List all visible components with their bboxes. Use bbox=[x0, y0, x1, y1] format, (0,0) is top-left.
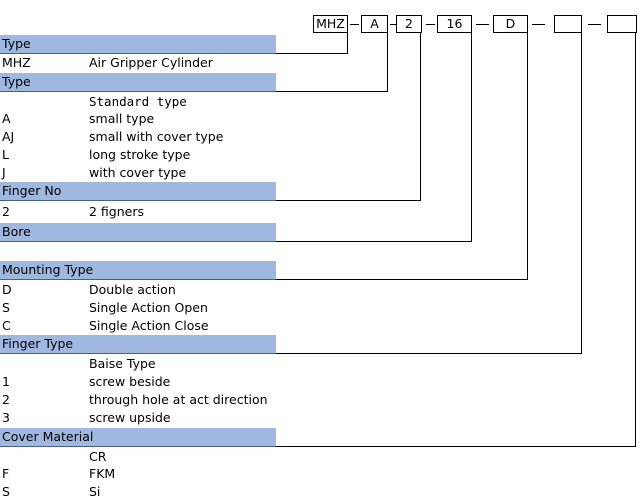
option-code: C bbox=[2, 318, 11, 333]
leader-line bbox=[276, 353, 582, 354]
option-code: J bbox=[2, 165, 6, 180]
option-code: 1 bbox=[2, 374, 10, 389]
option-desc: FKM bbox=[89, 466, 116, 481]
leader-line bbox=[276, 241, 472, 242]
separator-dash bbox=[390, 24, 396, 25]
section-header-mounting-type: Mounting Type bbox=[0, 261, 276, 280]
leader-line bbox=[276, 91, 388, 92]
separator-dash bbox=[426, 24, 435, 25]
code-box-finger-type bbox=[554, 15, 582, 33]
separator-dash bbox=[350, 24, 359, 25]
code-box-cover-material bbox=[607, 15, 637, 33]
leader-line bbox=[276, 53, 348, 54]
section-header-type: Type bbox=[0, 73, 276, 92]
option-code: D bbox=[2, 282, 12, 297]
option-desc: with cover type bbox=[89, 165, 187, 180]
code-box-type: A bbox=[361, 15, 388, 33]
leader-line bbox=[471, 33, 472, 242]
leader-line bbox=[635, 33, 636, 447]
option-code: S bbox=[2, 484, 10, 499]
leader-line bbox=[347, 33, 348, 54]
code-box-mounting: D bbox=[493, 15, 528, 33]
option-desc: CR bbox=[89, 449, 107, 464]
option-desc: 2 figners bbox=[89, 204, 144, 219]
option-desc: long stroke type bbox=[89, 147, 191, 162]
leader-line bbox=[527, 33, 528, 280]
separator-dash bbox=[588, 24, 601, 25]
separator-dash bbox=[532, 24, 545, 25]
option-desc: Standard type bbox=[89, 94, 187, 109]
option-desc: Double action bbox=[89, 282, 176, 297]
option-code: S bbox=[2, 300, 10, 315]
section-header-cover-material: Cover Material bbox=[0, 428, 276, 447]
option-desc: small type bbox=[89, 111, 155, 126]
separator-dash bbox=[476, 24, 489, 25]
option-desc: through hole at act direction bbox=[89, 392, 268, 407]
code-box-finger-no: 2 bbox=[396, 15, 422, 33]
leader-line bbox=[420, 33, 421, 201]
option-code: F bbox=[2, 466, 10, 481]
option-desc: Single Action Open bbox=[89, 300, 208, 315]
code-box-series: MHZ bbox=[313, 15, 348, 33]
leader-line bbox=[581, 33, 582, 354]
section-header-bore: Bore bbox=[0, 223, 276, 242]
option-desc: Air Gripper Cylinder bbox=[89, 55, 213, 70]
section-header-finger-no: Finger No bbox=[0, 182, 276, 201]
option-desc: Baise Type bbox=[89, 356, 156, 371]
option-code: 2 bbox=[2, 204, 10, 219]
option-code: MHZ bbox=[2, 55, 31, 70]
option-code: 2 bbox=[2, 392, 10, 407]
option-desc: Single Action Close bbox=[89, 318, 209, 333]
option-code: AJ bbox=[2, 129, 15, 144]
option-desc: small with cover type bbox=[89, 129, 224, 144]
leader-line bbox=[387, 33, 388, 92]
option-desc: screw beside bbox=[89, 374, 171, 389]
leader-line bbox=[276, 279, 528, 280]
code-box-bore: 16 bbox=[437, 15, 472, 33]
option-code: L bbox=[2, 147, 9, 162]
section-header-series: Type bbox=[0, 35, 276, 54]
option-desc: screw upside bbox=[89, 410, 171, 425]
option-code: 3 bbox=[2, 410, 10, 425]
option-desc: Si bbox=[89, 484, 101, 499]
leader-line bbox=[276, 200, 421, 201]
option-code: A bbox=[2, 111, 11, 126]
leader-line bbox=[276, 446, 636, 447]
section-header-finger-type: Finger Type bbox=[0, 335, 276, 354]
